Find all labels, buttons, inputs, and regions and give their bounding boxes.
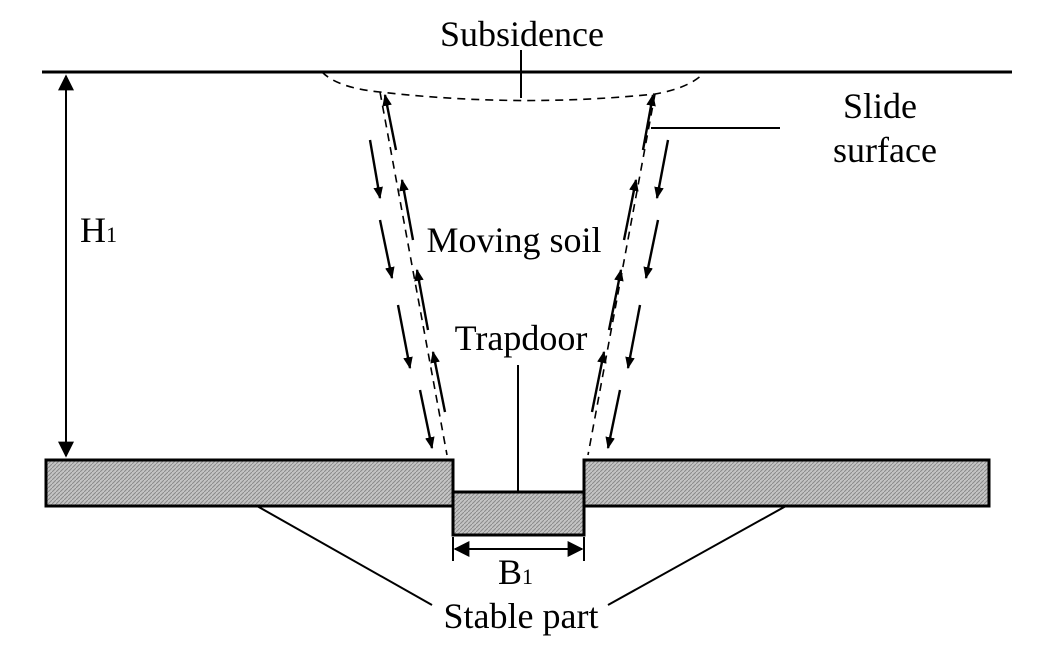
height-label-subscript: 1 (106, 222, 117, 247)
slide-surface-label-line1: Slide (843, 86, 917, 126)
moving-soil-label: Moving soil (426, 220, 601, 260)
left-shear-arrows (368, 93, 447, 450)
right-shear-arrows (590, 93, 670, 450)
subsidence-label: Subsidence (440, 14, 604, 54)
stable-part-left-leader (256, 505, 433, 606)
trapdoor-block (451, 490, 586, 537)
left-slide-surface (379, 91, 448, 456)
stable-part-right-leader (607, 505, 787, 606)
trapdoor-label: Trapdoor (455, 318, 588, 358)
right-slide-surface (587, 93, 656, 456)
width-label-subscript: 1 (522, 564, 533, 589)
width-label-main: B (498, 552, 522, 592)
slide-surface-label-line2: surface (833, 130, 937, 170)
right-stable-plate (582, 458, 991, 508)
height-label-main: H (80, 210, 106, 250)
width-label: B1 (498, 552, 533, 592)
stable-part-label: Stable part (444, 596, 599, 636)
height-label: H1 (80, 210, 117, 250)
left-stable-plate (44, 458, 455, 508)
subsidence-curve (321, 71, 706, 102)
